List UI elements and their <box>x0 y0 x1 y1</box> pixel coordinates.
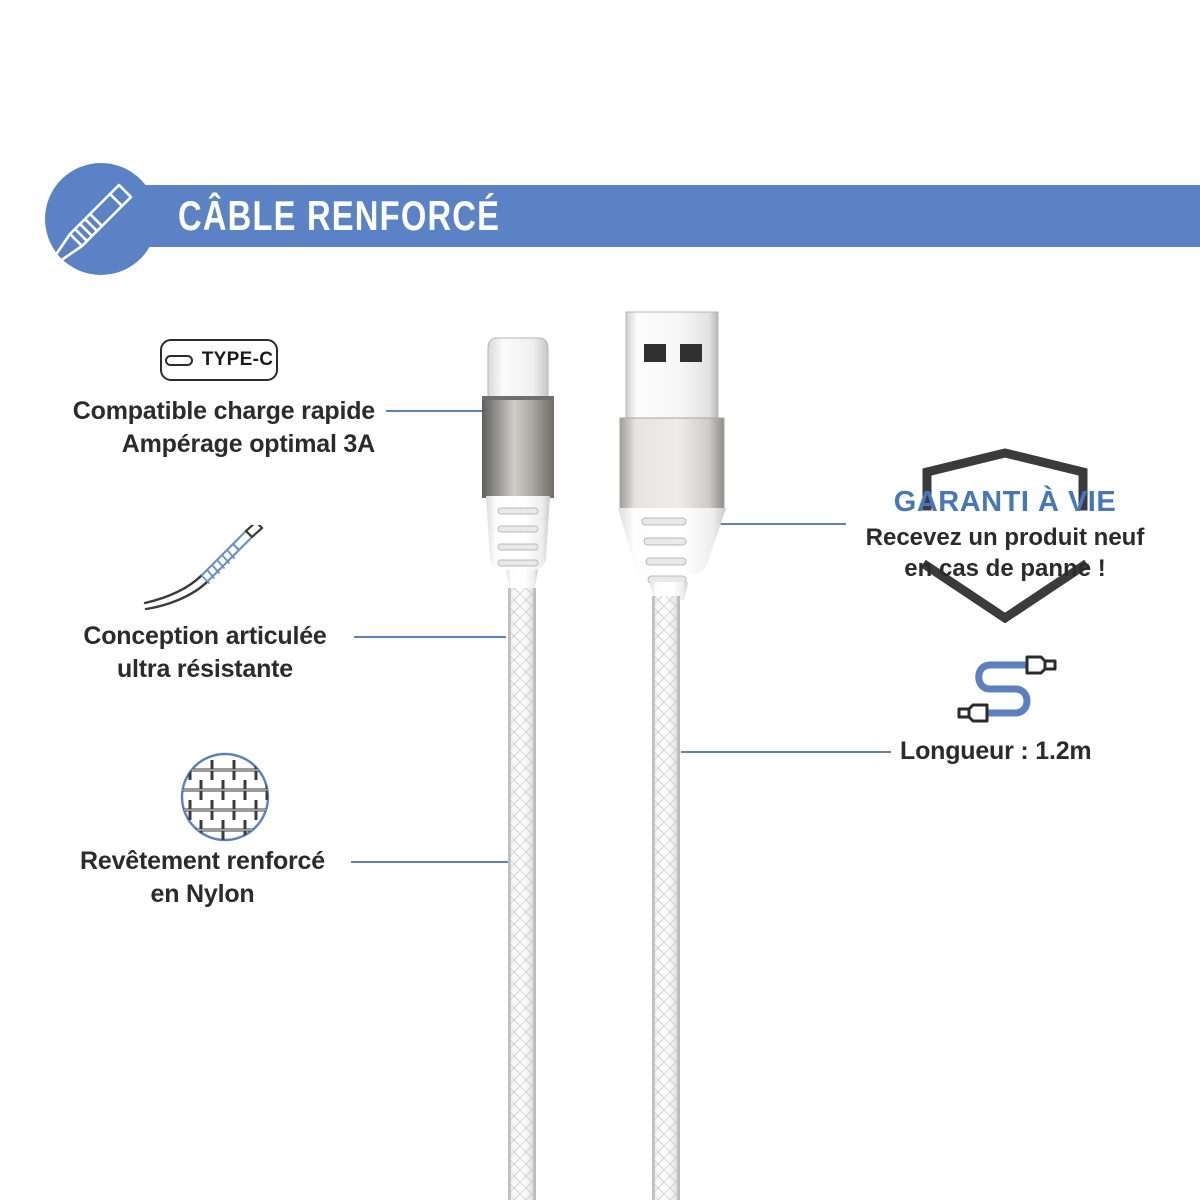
type-c-badge-label: TYPE-C <box>201 349 274 370</box>
feature-articulated-label: Conception articulée ultra résistante <box>60 620 350 686</box>
leader-line-length <box>681 751 891 753</box>
page-title: CÂBLE RENFORCÉ <box>178 192 501 239</box>
guarantee-line2: en cas de panne ! <box>904 555 1106 582</box>
braided-cable-left <box>508 588 536 1200</box>
guarantee-title: GARANTI À VIE <box>893 486 1117 518</box>
length-label-text: Longueur : 1.2m <box>900 737 1092 765</box>
guarantee-line1: Recevez un produit neuf <box>865 524 1145 551</box>
guarantee-subtitle: Recevez un produit neuf en cas de panne … <box>855 522 1155 584</box>
leader-line-guarantee <box>712 523 846 525</box>
cable-length-icon <box>945 645 1065 740</box>
shield-icon <box>920 448 1090 623</box>
feature-nylon-label: Revêtement renforcé en Nylon <box>55 845 350 911</box>
feature-fast-charge-label: Compatible charge rapide Ampérage optima… <box>45 395 375 461</box>
feature-articulated-line1: Conception articulée <box>83 622 327 650</box>
feature-nylon-line2: en Nylon <box>150 880 255 908</box>
header-banner-bar <box>100 185 1200 247</box>
leader-line-articulated <box>354 636 506 638</box>
product-cable-image <box>430 300 790 1200</box>
usb-a-connector <box>618 311 726 600</box>
braided-cable-right <box>652 596 680 1200</box>
type-c-badge: TYPE-C <box>160 339 278 381</box>
guarantee-block: GARANTI À VIE Recevez un produit neuf en… <box>855 448 1155 623</box>
cable-connector-icon <box>55 183 133 261</box>
feature-fast-charge-line2: Ampérage optimal 3A <box>121 430 375 458</box>
usb-c-connector <box>482 337 554 592</box>
length-label: Longueur : 1.2m <box>900 735 1200 768</box>
leader-line-nylon <box>351 861 516 863</box>
header-icon-circle <box>45 163 157 275</box>
leader-line-fast-charge <box>386 410 496 412</box>
feature-nylon-line1: Revêtement renforcé <box>80 847 325 875</box>
bent-cable-icon <box>140 520 280 620</box>
feature-fast-charge-line1: Compatible charge rapide <box>72 397 375 425</box>
feature-articulated-line2: ultra résistante <box>116 655 294 683</box>
usb-c-port-icon <box>164 354 193 366</box>
nylon-mesh-icon <box>178 750 272 849</box>
